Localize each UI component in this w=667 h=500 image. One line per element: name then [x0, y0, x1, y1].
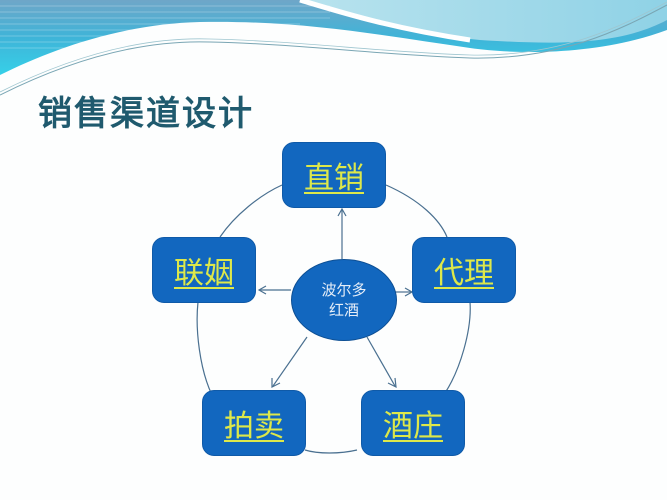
node-label[interactable]: 代理 [434, 256, 494, 291]
node-alliance[interactable]: 联姻 [152, 237, 256, 303]
node-auction[interactable]: 拍卖 [202, 390, 306, 456]
node-agency[interactable]: 代理 [412, 237, 516, 303]
center-node-bordeaux-wine: 波尔多 红酒 [291, 259, 397, 341]
node-label[interactable]: 联姻 [174, 256, 234, 291]
node-direct-sales[interactable]: 直销 [282, 142, 386, 208]
center-label-line1: 波尔多 [321, 281, 367, 299]
node-label[interactable]: 直销 [304, 161, 364, 196]
node-label[interactable]: 拍卖 [224, 409, 284, 444]
node-winery[interactable]: 酒庄 [361, 390, 465, 456]
center-label-line2: 红酒 [328, 301, 359, 319]
cycle-connectors [196, 184, 471, 454]
slide-title: 销售渠道设计 [38, 94, 254, 134]
node-label[interactable]: 酒庄 [383, 409, 443, 444]
